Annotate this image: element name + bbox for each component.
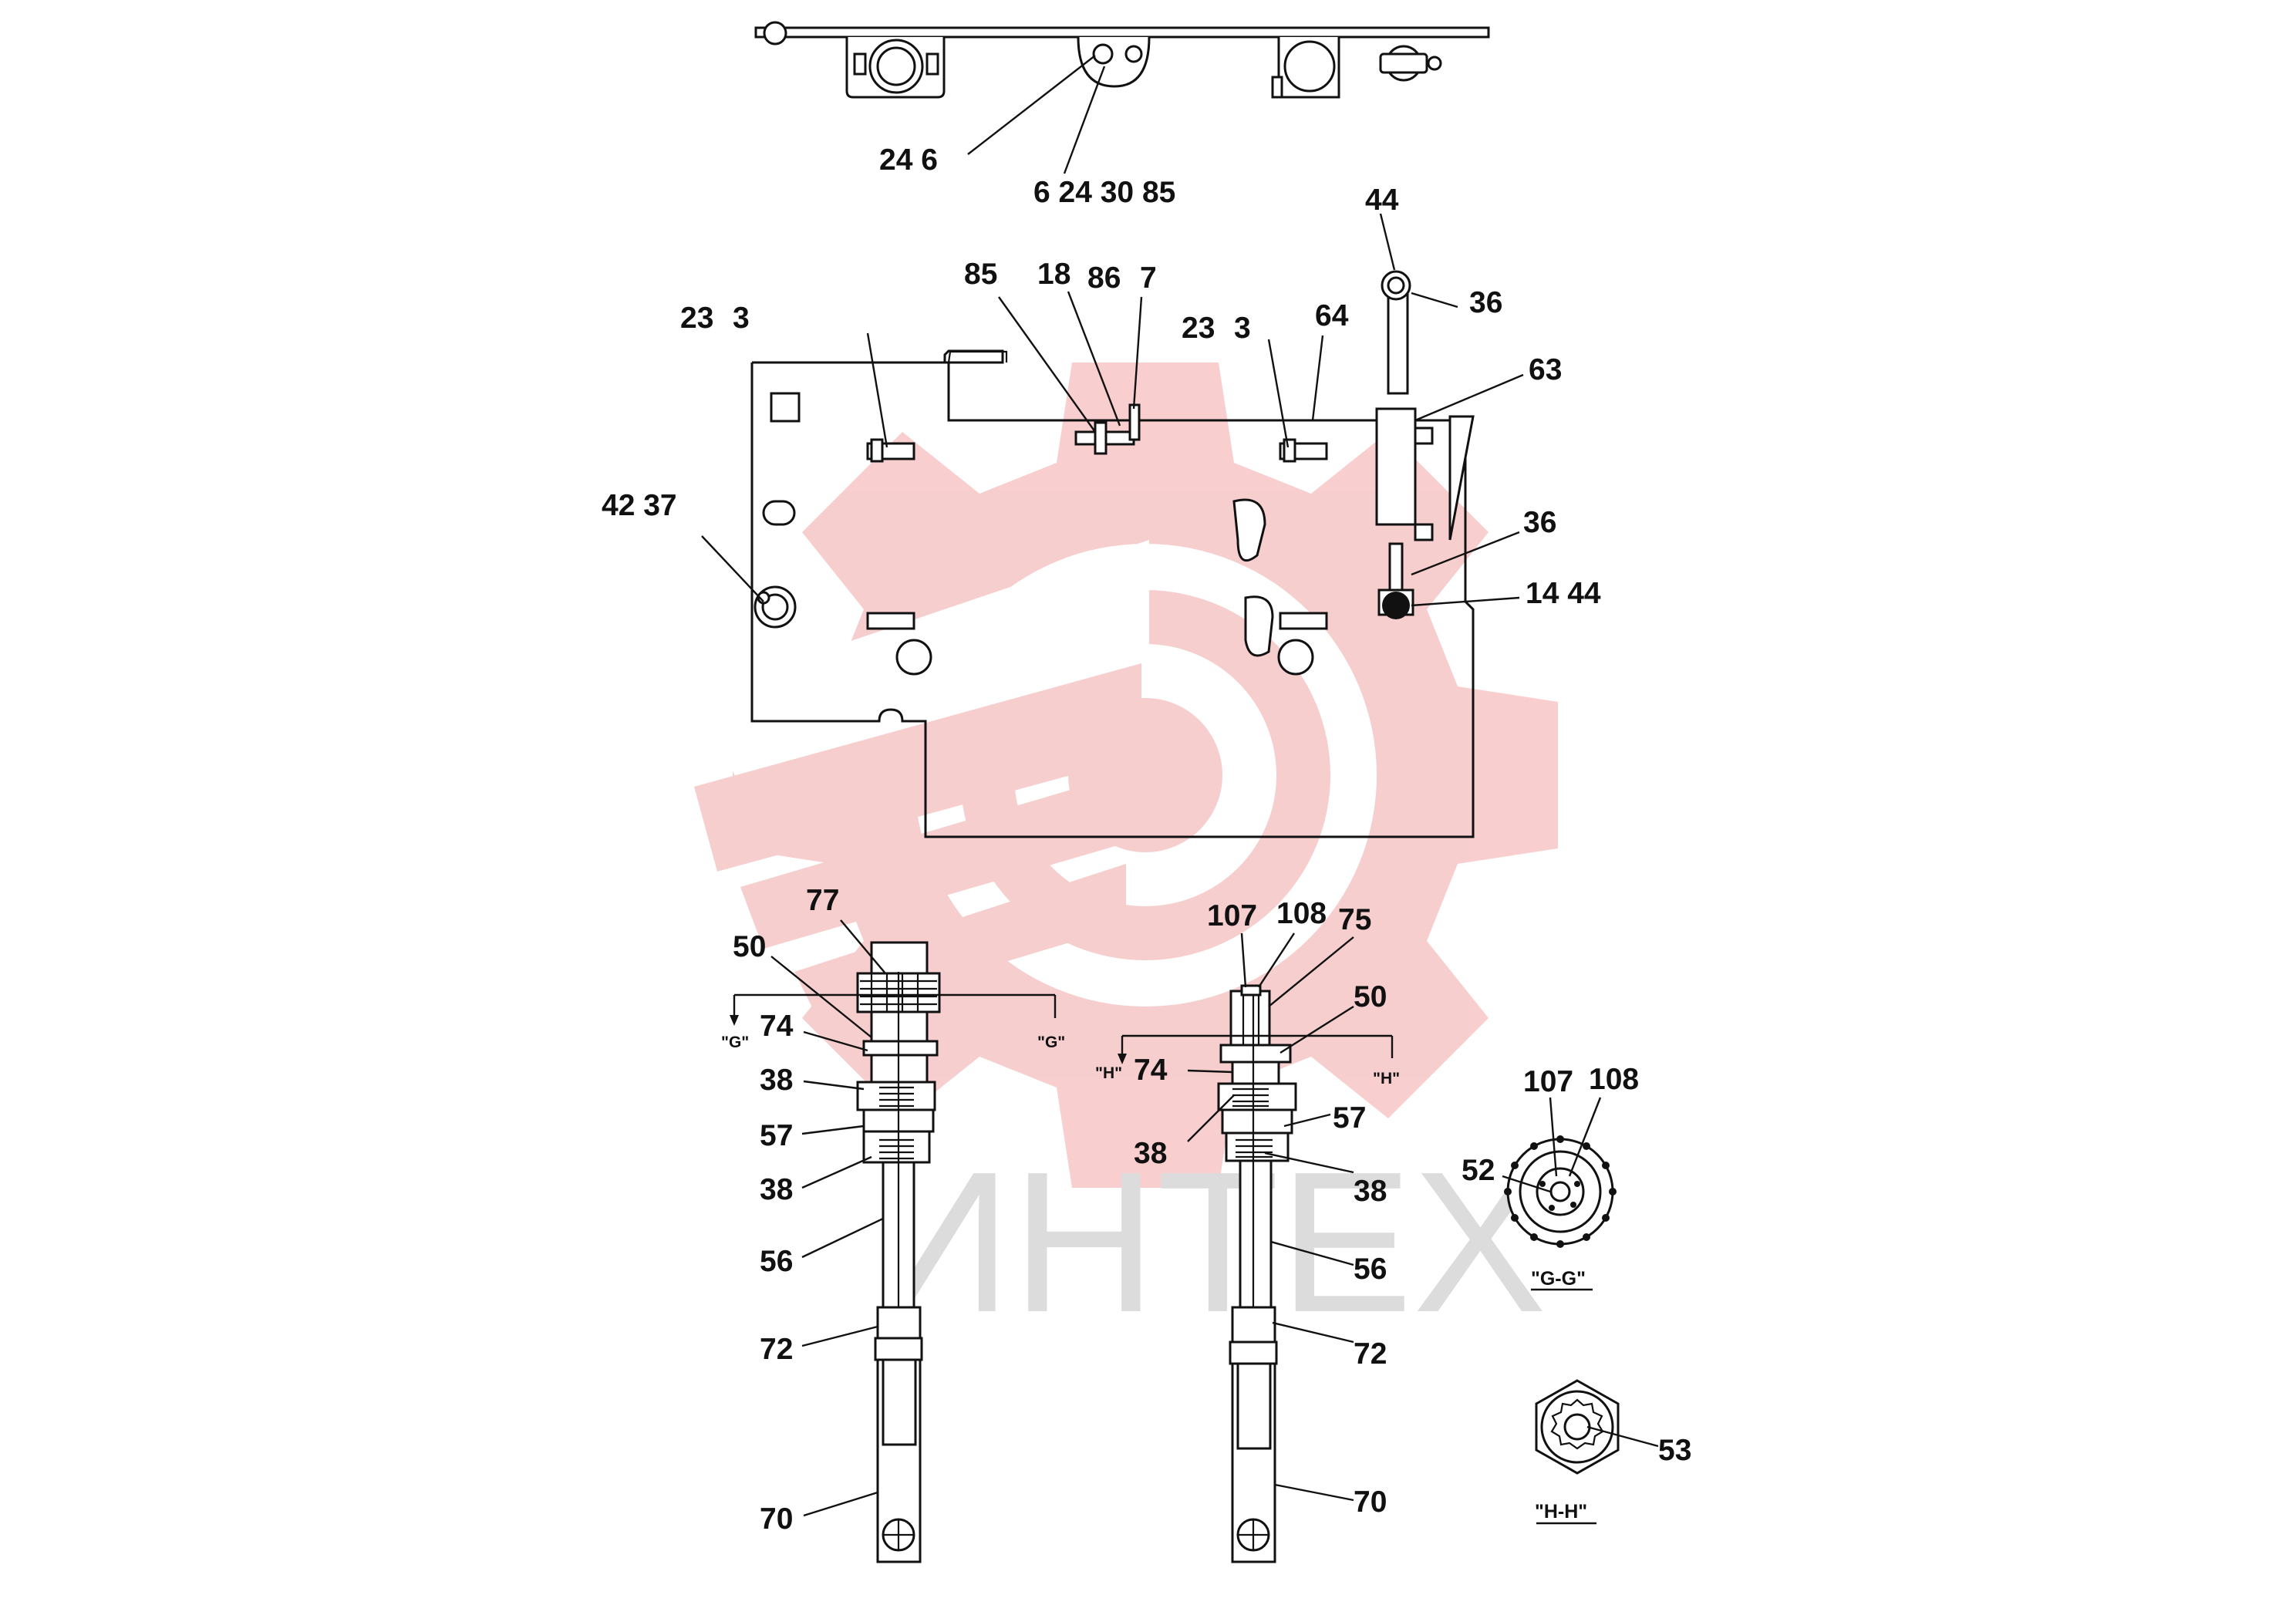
callout-107-right: 107: [1207, 899, 1257, 932]
callout-38-right-bottom: 38: [1354, 1175, 1387, 1208]
callout-38-left-bottom: 38: [760, 1173, 793, 1206]
callout-44: 44: [1365, 184, 1399, 217]
callout-57-right: 57: [1333, 1101, 1366, 1135]
callout-57-left: 57: [760, 1119, 793, 1152]
section-title-g-g: "G-G": [1531, 1268, 1586, 1290]
callout-6-24-30-85: 6 24 30 85: [1033, 176, 1175, 209]
callout-23-mid: 23: [1182, 312, 1215, 345]
section-title-h-h: "H-H": [1535, 1501, 1587, 1523]
callout-108-gg: 108: [1589, 1063, 1639, 1096]
section-mark-g-left: "G": [721, 1034, 749, 1051]
callout-74-right: 74: [1134, 1054, 1168, 1087]
callout-18: 18: [1037, 258, 1070, 291]
callout-36-bottom: 36: [1523, 506, 1556, 539]
callout-72-right: 72: [1354, 1337, 1387, 1371]
watermark-gear-logo: [694, 363, 1558, 1188]
callout-38-right-left: 38: [1134, 1137, 1167, 1170]
callout-38-left-top: 38: [760, 1064, 793, 1097]
callout-50-right: 50: [1354, 980, 1387, 1013]
section-mark-h-left: "H": [1095, 1064, 1122, 1082]
section-g-g-view: [1502, 1097, 1617, 1291]
section-mark-g-right: "G": [1037, 1034, 1065, 1051]
main-panel-view: [701, 213, 1524, 838]
callout-3-left: 3: [733, 302, 750, 335]
top-strip-view: [754, 21, 1490, 174]
callout-7: 7: [1140, 261, 1157, 295]
callout-85: 85: [964, 258, 997, 291]
section-h-h-view: [1535, 1379, 1659, 1525]
left-shaft-assembly: [730, 919, 1057, 1563]
callout-50-left: 50: [733, 930, 766, 963]
callout-70-right: 70: [1354, 1485, 1387, 1519]
callout-23-left: 23: [680, 302, 713, 335]
callout-24-6: 24 6: [879, 143, 938, 177]
callout-52: 52: [1462, 1154, 1495, 1187]
callout-56-right: 56: [1354, 1253, 1387, 1286]
callout-86: 86: [1087, 261, 1121, 295]
callout-64: 64: [1315, 299, 1349, 332]
callout-107-gg: 107: [1523, 1065, 1573, 1098]
callout-74-left: 74: [760, 1010, 794, 1043]
callout-36-top: 36: [1469, 286, 1502, 319]
callout-75: 75: [1338, 903, 1371, 936]
watermark-text: ИНТЕХ: [868, 1131, 1546, 1354]
callout-56-left: 56: [760, 1245, 793, 1278]
right-shaft-assembly: [1118, 932, 1394, 1563]
callout-70-left: 70: [760, 1502, 793, 1536]
callout-3-mid: 3: [1234, 312, 1251, 345]
callout-63: 63: [1529, 353, 1562, 386]
callout-53: 53: [1658, 1434, 1691, 1467]
section-mark-h-right: "H": [1373, 1070, 1400, 1088]
callout-14-44: 14 44: [1526, 577, 1601, 610]
callout-77: 77: [806, 884, 839, 917]
callout-72-left: 72: [760, 1333, 793, 1366]
callout-108-right: 108: [1276, 897, 1327, 930]
callout-42-37: 42 37: [602, 489, 677, 522]
